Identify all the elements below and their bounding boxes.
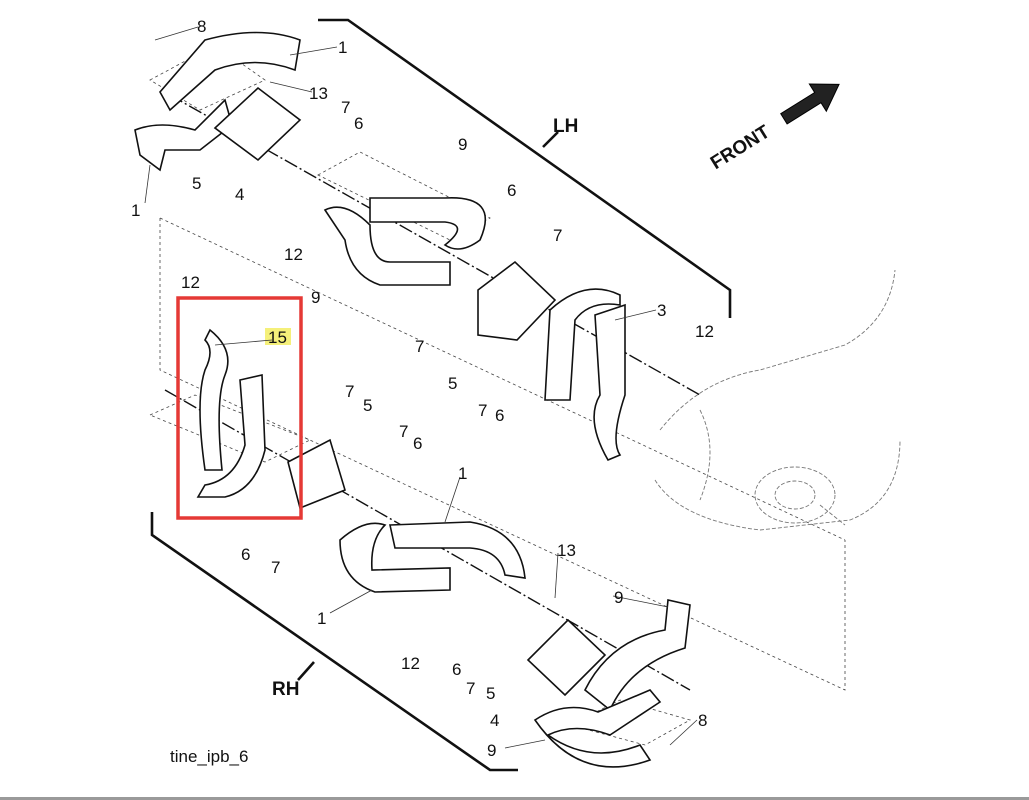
tine-part-9 (323, 206, 451, 286)
lh-bracket (318, 18, 732, 318)
callout: 9 (614, 588, 623, 607)
tine-part-1 (159, 31, 301, 112)
callout: 7 (399, 422, 408, 441)
callout: 3 (657, 301, 666, 320)
callout: 1 (317, 609, 326, 628)
callout: 13 (557, 541, 576, 560)
callout: 7 (478, 401, 487, 420)
callout: 8 (698, 711, 707, 730)
callout-labels: 8 1 13 7 6 5 4 1 9 6 7 12 9 3 12 12 15 7… (131, 17, 714, 760)
rh-label: RH (272, 679, 299, 700)
rh-leader (297, 661, 315, 681)
callout: 5 (486, 684, 495, 703)
tine-part-1 (389, 521, 526, 579)
callout: 9 (487, 741, 496, 760)
callout: 7 (345, 382, 354, 401)
callout: 6 (354, 114, 363, 133)
tine-part-1 (339, 522, 451, 593)
tine-part-9 (369, 197, 487, 250)
tine-part-15 (199, 328, 229, 471)
callout: 7 (341, 98, 350, 117)
tine-part-3 (593, 303, 626, 462)
callout: 7 (553, 226, 562, 245)
callout: 5 (363, 396, 372, 415)
callout: 6 (413, 434, 422, 453)
hub-plate-5 (287, 438, 346, 510)
rh-outline (159, 218, 846, 691)
leader-lines (144, 26, 698, 749)
callout: 9 (311, 288, 320, 307)
callout: 4 (235, 185, 244, 204)
callout: 7 (271, 558, 280, 577)
front-label: FRONT (707, 121, 774, 174)
tine-part-15 (196, 374, 266, 498)
callout: 12 (284, 245, 303, 264)
dashed-box (148, 394, 311, 463)
callout: 6 (452, 660, 461, 679)
callout: 1 (458, 464, 467, 483)
rh-outline-top (159, 217, 846, 541)
tine-part-9 (533, 689, 662, 768)
callout: 7 (415, 337, 424, 356)
callout: 6 (495, 406, 504, 425)
hub-plate-5 (213, 86, 302, 162)
callout: 12 (695, 322, 714, 341)
callout-highlighted: 15 (268, 328, 287, 347)
callout: 5 (192, 174, 201, 193)
tine-part-3 (544, 288, 621, 401)
highlight-box (176, 296, 303, 520)
callout: 1 (338, 38, 347, 57)
tiller-housing-outline (654, 269, 901, 531)
callout: 12 (181, 273, 200, 292)
callout: 12 (401, 654, 420, 673)
callout: 9 (458, 135, 467, 154)
callout: 5 (448, 374, 457, 393)
callout: 6 (507, 181, 516, 200)
tine-part-1 (134, 98, 233, 172)
tine-part-9 (583, 599, 691, 712)
callout-highlight (265, 328, 291, 345)
lh-leader (542, 131, 559, 148)
callout: 8 (197, 17, 206, 36)
callout: 6 (241, 545, 250, 564)
callout: 13 (309, 84, 328, 103)
hub-plate-5 (526, 618, 607, 697)
rh-bracket (150, 512, 518, 772)
callout: 1 (131, 201, 140, 220)
front-direction-arrow: FRONT (707, 83, 840, 174)
dashed-box (568, 699, 692, 746)
callout: 4 (490, 711, 499, 730)
bottom-divider (0, 797, 1029, 800)
diagram-caption: tine_ipb_6 (170, 747, 249, 766)
lh-label: LH (553, 116, 578, 137)
callout: 7 (466, 679, 475, 698)
hub-plate-5 (477, 260, 557, 341)
